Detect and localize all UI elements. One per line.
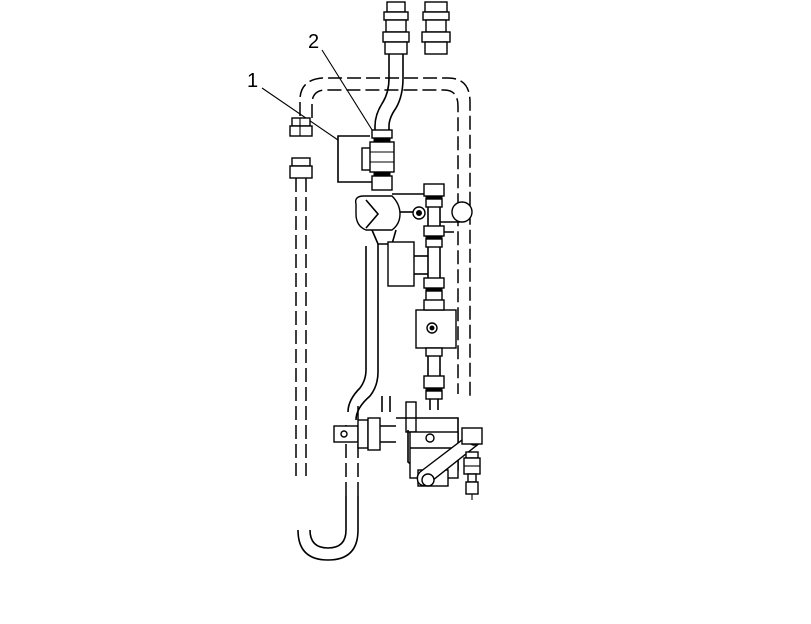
top-fitting-left xyxy=(382,1,410,55)
right-vertical-line xyxy=(423,207,445,302)
top-fitting-right xyxy=(421,1,451,55)
lower-right-fitting xyxy=(463,451,481,500)
callout-1-label: 1 xyxy=(247,70,258,92)
left-dashed-hose xyxy=(295,178,359,561)
main-hose-top xyxy=(374,54,404,136)
round-gauge xyxy=(440,201,473,223)
callout-2: 2 xyxy=(308,31,375,134)
control-block xyxy=(377,241,428,287)
callout-2-label: 2 xyxy=(308,31,319,53)
left-fitting-lower xyxy=(289,157,313,179)
left-fitting-upper xyxy=(289,117,313,137)
coupling-fitting xyxy=(369,129,395,191)
callout-2-leader xyxy=(321,49,375,134)
mounting-bracket xyxy=(337,135,373,183)
valve-tee-body xyxy=(354,193,426,245)
lever-arm xyxy=(416,427,483,487)
left-descending-hose xyxy=(347,246,379,421)
upper-right-fitting xyxy=(423,183,445,208)
small-tube-stub xyxy=(381,396,391,412)
sensor-block xyxy=(415,299,457,410)
